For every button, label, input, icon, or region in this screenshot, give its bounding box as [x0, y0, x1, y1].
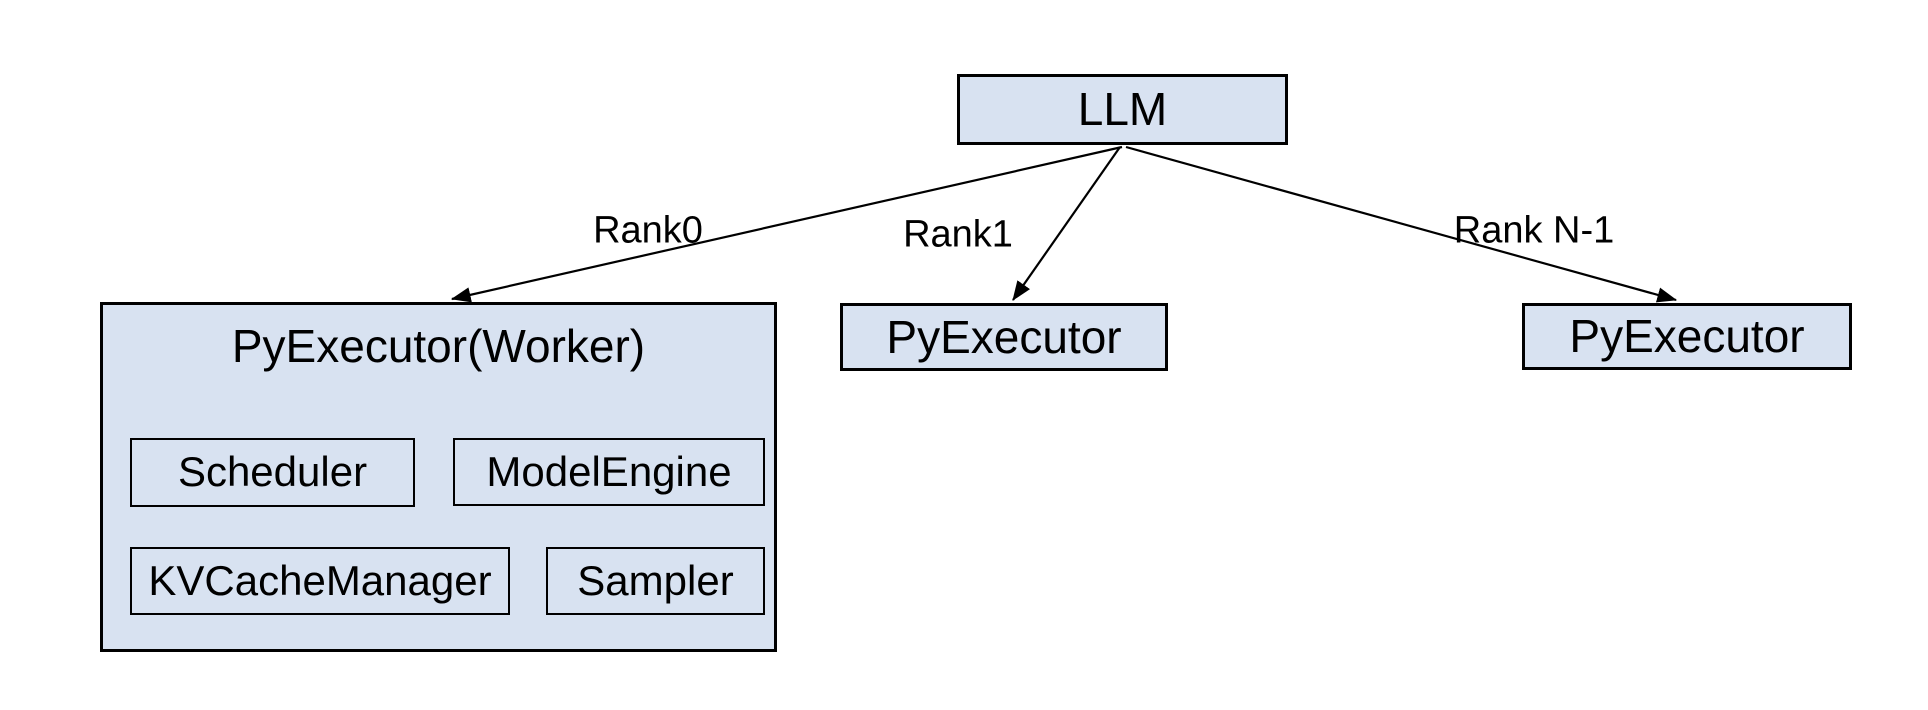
sampler-node-label: Sampler: [577, 556, 734, 604]
llm-node-label: LLM: [1077, 83, 1168, 136]
pyexecutor-worker-node-label: PyExecutor(Worker): [231, 320, 646, 372]
pyexecutor-rank1-node: PyExecutor: [840, 303, 1168, 371]
pyexecutor-rank-n-node-label: PyExecutor: [1569, 310, 1805, 363]
edge-llm-to-rank1-arrow: [1012, 146, 1121, 301]
llm-node: LLM: [957, 74, 1288, 145]
model-engine-node: ModelEngine: [453, 438, 765, 506]
pyexecutor-rank-n-node: PyExecutor: [1522, 303, 1852, 370]
pyexecutor-rank1-node-label: PyExecutor: [886, 310, 1122, 363]
scheduler-node: Scheduler: [130, 438, 415, 507]
edge-label-rank0: Rank0: [593, 209, 703, 252]
edge-label-rank1: Rank1: [903, 213, 1013, 256]
model-engine-node-label: ModelEngine: [486, 447, 732, 495]
kv-cache-manager-node: KVCacheManager: [130, 547, 510, 615]
kv-cache-manager-node-label: KVCacheManager: [148, 556, 492, 604]
edge-llm-to-worker-arrow: [450, 145, 1123, 303]
pyexecutor-worker-node: PyExecutor(Worker) Scheduler ModelEngine…: [100, 302, 777, 652]
sampler-node: Sampler: [546, 547, 765, 615]
scheduler-node-label: Scheduler: [177, 448, 368, 496]
edge-label-rank-n-1: Rank N-1: [1453, 209, 1615, 252]
